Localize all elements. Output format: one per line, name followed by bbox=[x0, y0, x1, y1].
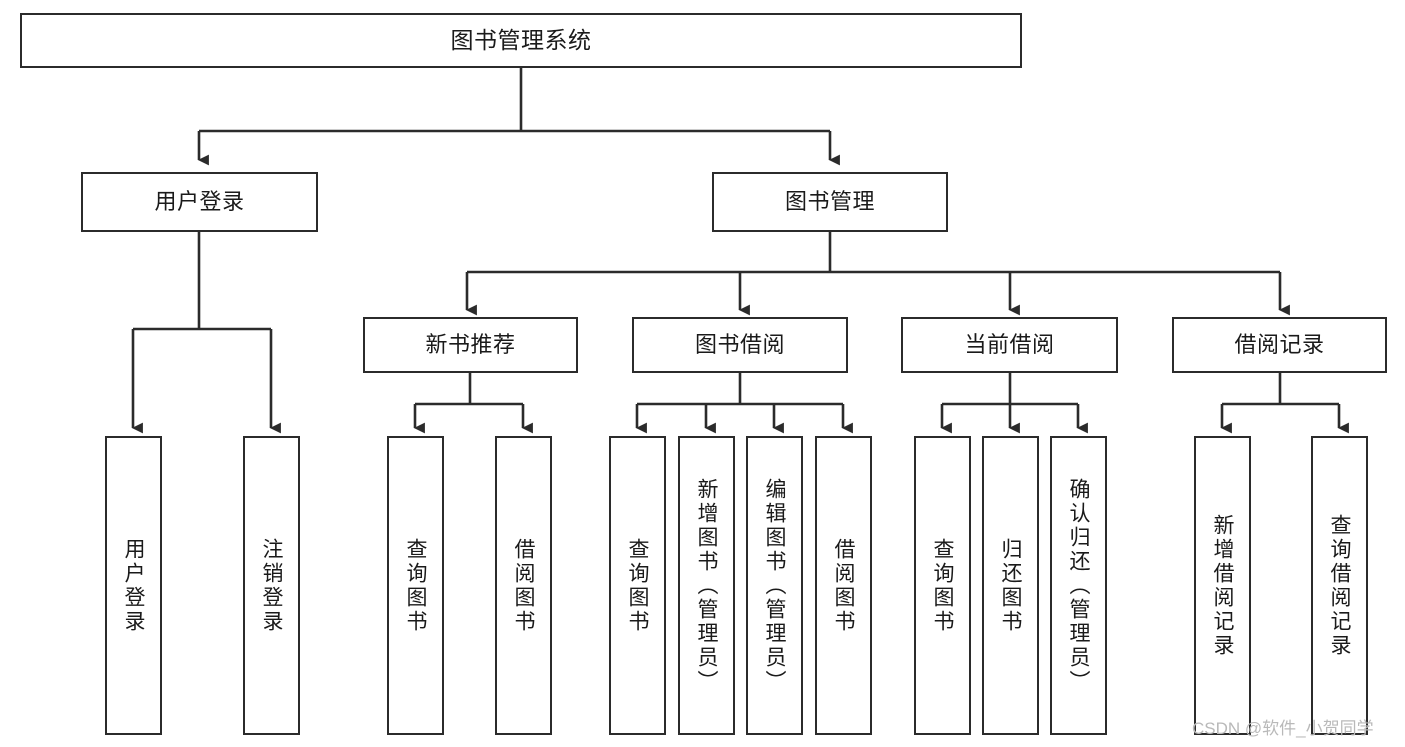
node-label: 用户登录 bbox=[122, 537, 145, 634]
leaf-user-login-login[interactable]: 用户登录 bbox=[105, 436, 162, 735]
node-book-borrowing[interactable]: 图书借阅 bbox=[632, 317, 848, 373]
node-label: 借阅图书 bbox=[512, 537, 535, 634]
node-label: 借阅记录 bbox=[1234, 332, 1325, 358]
leaf-new-book-query-book[interactable]: 查询图书 bbox=[387, 436, 444, 735]
watermark: CSDN @软件_小贺同学 bbox=[1192, 719, 1374, 738]
node-label: 编辑图书（管理员） bbox=[763, 477, 786, 694]
node-label: 查询图书 bbox=[404, 537, 427, 634]
node-label: 查询图书 bbox=[931, 537, 954, 634]
leaf-book-borrow-borrow-book[interactable]: 借阅图书 bbox=[815, 436, 872, 735]
node-label: 图书借阅 bbox=[694, 332, 785, 358]
node-root-book-management-system[interactable]: 图书管理系统 bbox=[20, 13, 1022, 68]
node-label: 图书管理 bbox=[784, 189, 875, 215]
node-label: 注销登录 bbox=[260, 537, 283, 634]
node-label: 查询图书 bbox=[626, 537, 649, 634]
node-label: 用户登录 bbox=[154, 189, 245, 215]
leaf-new-book-borrow-book[interactable]: 借阅图书 bbox=[495, 436, 552, 735]
leaf-current-borrow-query-book[interactable]: 查询图书 bbox=[914, 436, 971, 735]
leaf-book-borrow-add-book-admin[interactable]: 新增图书（管理员） bbox=[678, 436, 735, 735]
node-new-book-recommendation[interactable]: 新书推荐 bbox=[363, 317, 578, 373]
leaf-borrow-record-query-record[interactable]: 查询借阅记录 bbox=[1311, 436, 1368, 735]
node-label: 确认归还（管理员） bbox=[1067, 477, 1090, 694]
node-label: 新增图书（管理员） bbox=[695, 477, 718, 694]
node-label: 新增借阅记录 bbox=[1211, 513, 1234, 658]
leaf-book-borrow-edit-book-admin[interactable]: 编辑图书（管理员） bbox=[746, 436, 803, 735]
node-label: 归还图书 bbox=[999, 537, 1022, 634]
node-label: 图书管理系统 bbox=[450, 27, 592, 54]
node-label: 借阅图书 bbox=[832, 537, 855, 634]
node-current-borrowing[interactable]: 当前借阅 bbox=[901, 317, 1118, 373]
node-book-management[interactable]: 图书管理 bbox=[712, 172, 948, 232]
leaf-user-login-logout[interactable]: 注销登录 bbox=[243, 436, 300, 735]
leaf-book-borrow-query-book[interactable]: 查询图书 bbox=[609, 436, 666, 735]
leaf-current-borrow-confirm-return-admin[interactable]: 确认归还（管理员） bbox=[1050, 436, 1107, 735]
node-user-login[interactable]: 用户登录 bbox=[81, 172, 318, 232]
node-label: 查询借阅记录 bbox=[1328, 513, 1351, 658]
node-borrowing-records[interactable]: 借阅记录 bbox=[1172, 317, 1387, 373]
leaf-borrow-record-add-record[interactable]: 新增借阅记录 bbox=[1194, 436, 1251, 735]
node-label: 当前借阅 bbox=[964, 332, 1055, 358]
leaf-current-borrow-return-book[interactable]: 归还图书 bbox=[982, 436, 1039, 735]
node-label: 新书推荐 bbox=[425, 332, 516, 358]
